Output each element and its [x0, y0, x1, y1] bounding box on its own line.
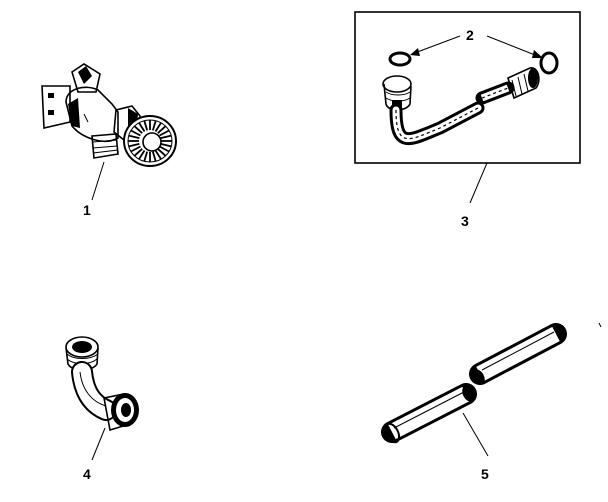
callout-2: 2 — [466, 27, 474, 43]
knob-rib — [143, 151, 149, 162]
knob-rib — [128, 142, 140, 148]
edge-mark — [598, 322, 602, 328]
callout-1: 1 — [83, 202, 91, 218]
callout-5: 5 — [481, 466, 489, 482]
knob-rib — [159, 145, 170, 153]
o-ring-left-illustration — [388, 51, 412, 67]
knob-rib — [157, 125, 167, 134]
callout-3: 3 — [461, 213, 469, 229]
knob-rib — [159, 129, 170, 137]
leader-3 — [469, 162, 488, 204]
knob-rib — [154, 122, 162, 132]
knob-rib — [143, 120, 149, 131]
o-ring-right-illustration — [539, 51, 559, 75]
hose-section-illustration — [381, 323, 567, 457]
knob-rib — [154, 150, 162, 160]
leader-arrows-2 — [410, 35, 543, 58]
elbow-fitting-illustration — [65, 336, 139, 461]
knob-rib — [133, 148, 143, 157]
callout-4: 4 — [83, 466, 91, 482]
knob-rib — [151, 151, 157, 162]
knob-rib — [151, 120, 157, 131]
hose-kit-box — [354, 11, 581, 164]
knob-rib — [133, 125, 143, 134]
knob-rib — [160, 142, 172, 148]
knob-rib — [160, 134, 172, 140]
knob-rib — [130, 145, 141, 153]
knob-rib — [138, 150, 146, 160]
knob-rib — [130, 129, 141, 137]
water-valve-illustration — [41, 63, 177, 201]
inlet-hose-illustration — [382, 67, 540, 145]
knob-rib — [138, 122, 146, 132]
knob-rib — [157, 148, 167, 157]
knob-rib — [128, 134, 140, 140]
